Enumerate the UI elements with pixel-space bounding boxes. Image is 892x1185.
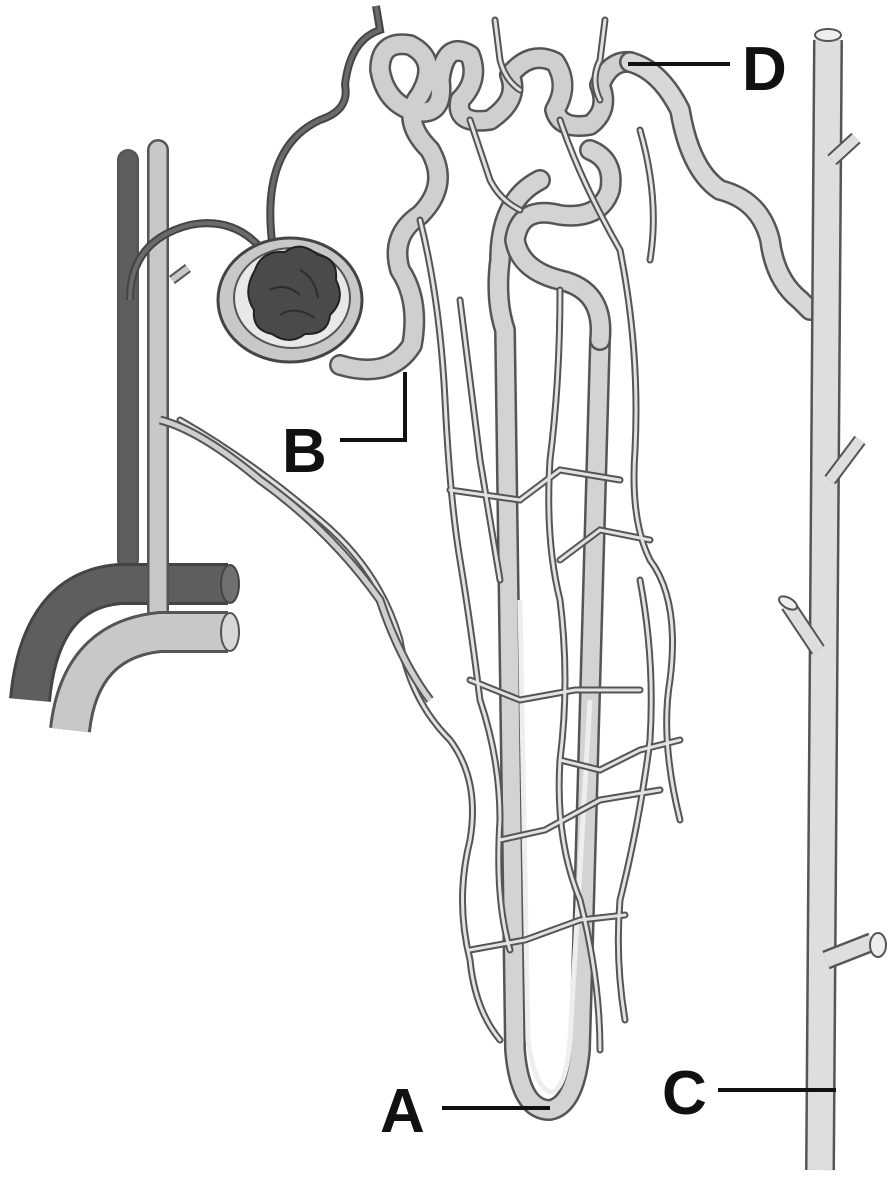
- efferent-arteriole: [270, 6, 380, 262]
- light-vein-end: [221, 613, 239, 651]
- capillary-6: [618, 580, 651, 1020]
- duct-branch-4-end: [870, 933, 886, 957]
- collecting-duct-top: [815, 29, 841, 41]
- tubule: [340, 44, 810, 1110]
- glomerulus: [248, 247, 340, 340]
- dark-artery-end: [221, 565, 239, 603]
- label-C: C: [662, 1059, 707, 1128]
- label-B-group: B: [282, 372, 405, 486]
- collecting-duct: [777, 29, 886, 1170]
- label-B: B: [282, 417, 327, 486]
- renal-corpuscle: [218, 238, 362, 362]
- label-D: D: [742, 35, 787, 104]
- light-vein-curve-fill: [70, 632, 228, 730]
- label-A: A: [380, 1077, 425, 1146]
- collecting-duct-fill: [820, 40, 828, 1170]
- duct-branch-3-end: [777, 594, 799, 613]
- label-B-leader: [340, 372, 405, 440]
- loop-descending-fill: [498, 180, 600, 1110]
